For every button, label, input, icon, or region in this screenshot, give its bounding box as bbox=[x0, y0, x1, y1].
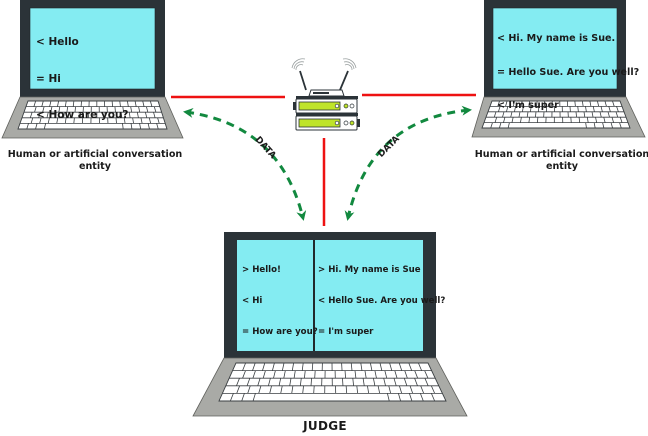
left-laptop-screen bbox=[29, 7, 156, 90]
data-arrow-right bbox=[344, 105, 472, 221]
chat-line: < Hi. My name is Sue. bbox=[497, 33, 616, 44]
judge-label: JUDGE bbox=[303, 419, 347, 433]
left-laptop bbox=[1, 0, 184, 139]
judge-screen-right-pane bbox=[315, 240, 423, 351]
right-laptop-keyboard bbox=[481, 100, 631, 129]
chat-line: > Hello! bbox=[242, 265, 281, 275]
chat-line: < Hi bbox=[242, 296, 263, 306]
network-links bbox=[171, 93, 476, 226]
chat-line: < Hello bbox=[36, 36, 79, 48]
right-entity-caption: Human or artificial conversation entity bbox=[467, 149, 648, 173]
left-laptop-keyboard bbox=[17, 100, 168, 130]
chat-line: > Hi. My name is Sue bbox=[318, 265, 421, 275]
right-laptop-screen bbox=[492, 7, 618, 90]
caption-line: entity bbox=[545, 161, 579, 172]
chat-line: = How are you? bbox=[242, 327, 318, 337]
judge-laptop bbox=[192, 232, 468, 417]
wifi-router-icon bbox=[291, 58, 360, 131]
right-laptop bbox=[471, 0, 646, 138]
judge-laptop-keyboard bbox=[218, 362, 447, 402]
chat-line: < Hello Sue. Are you well? bbox=[318, 296, 446, 306]
caption-line: Human or artificial conversation bbox=[474, 149, 648, 160]
right-screen-chat: < Hi. My name is Sue. = Hello Sue. Are y… bbox=[497, 11, 639, 123]
chat-line: = Hello Sue. Are you well? bbox=[497, 66, 640, 78]
chat-line: < How are you? bbox=[36, 109, 129, 121]
judge-right-pane-chat: > Hi. My name is Sue < Hello Sue. Are yo… bbox=[318, 245, 445, 348]
chat-line: = I'm super bbox=[318, 327, 374, 337]
caption-line: Human or artificial conversation bbox=[7, 149, 183, 160]
left-entity-caption: Human or artificial conversation entity bbox=[0, 149, 190, 173]
data-arrow-left bbox=[183, 108, 307, 221]
judge-left-pane-chat: > Hello! < Hi = How are you? bbox=[242, 245, 318, 348]
data-flows bbox=[183, 105, 472, 221]
chat-line: < I'm super bbox=[497, 100, 559, 111]
judge-screen-left-pane bbox=[237, 240, 313, 351]
left-screen-chat: < Hello = Hi < How are you? bbox=[36, 12, 128, 134]
chat-line: = Hi bbox=[36, 72, 61, 85]
caption-line: entity bbox=[78, 161, 112, 172]
wifi-signal-icon bbox=[291, 58, 357, 71]
